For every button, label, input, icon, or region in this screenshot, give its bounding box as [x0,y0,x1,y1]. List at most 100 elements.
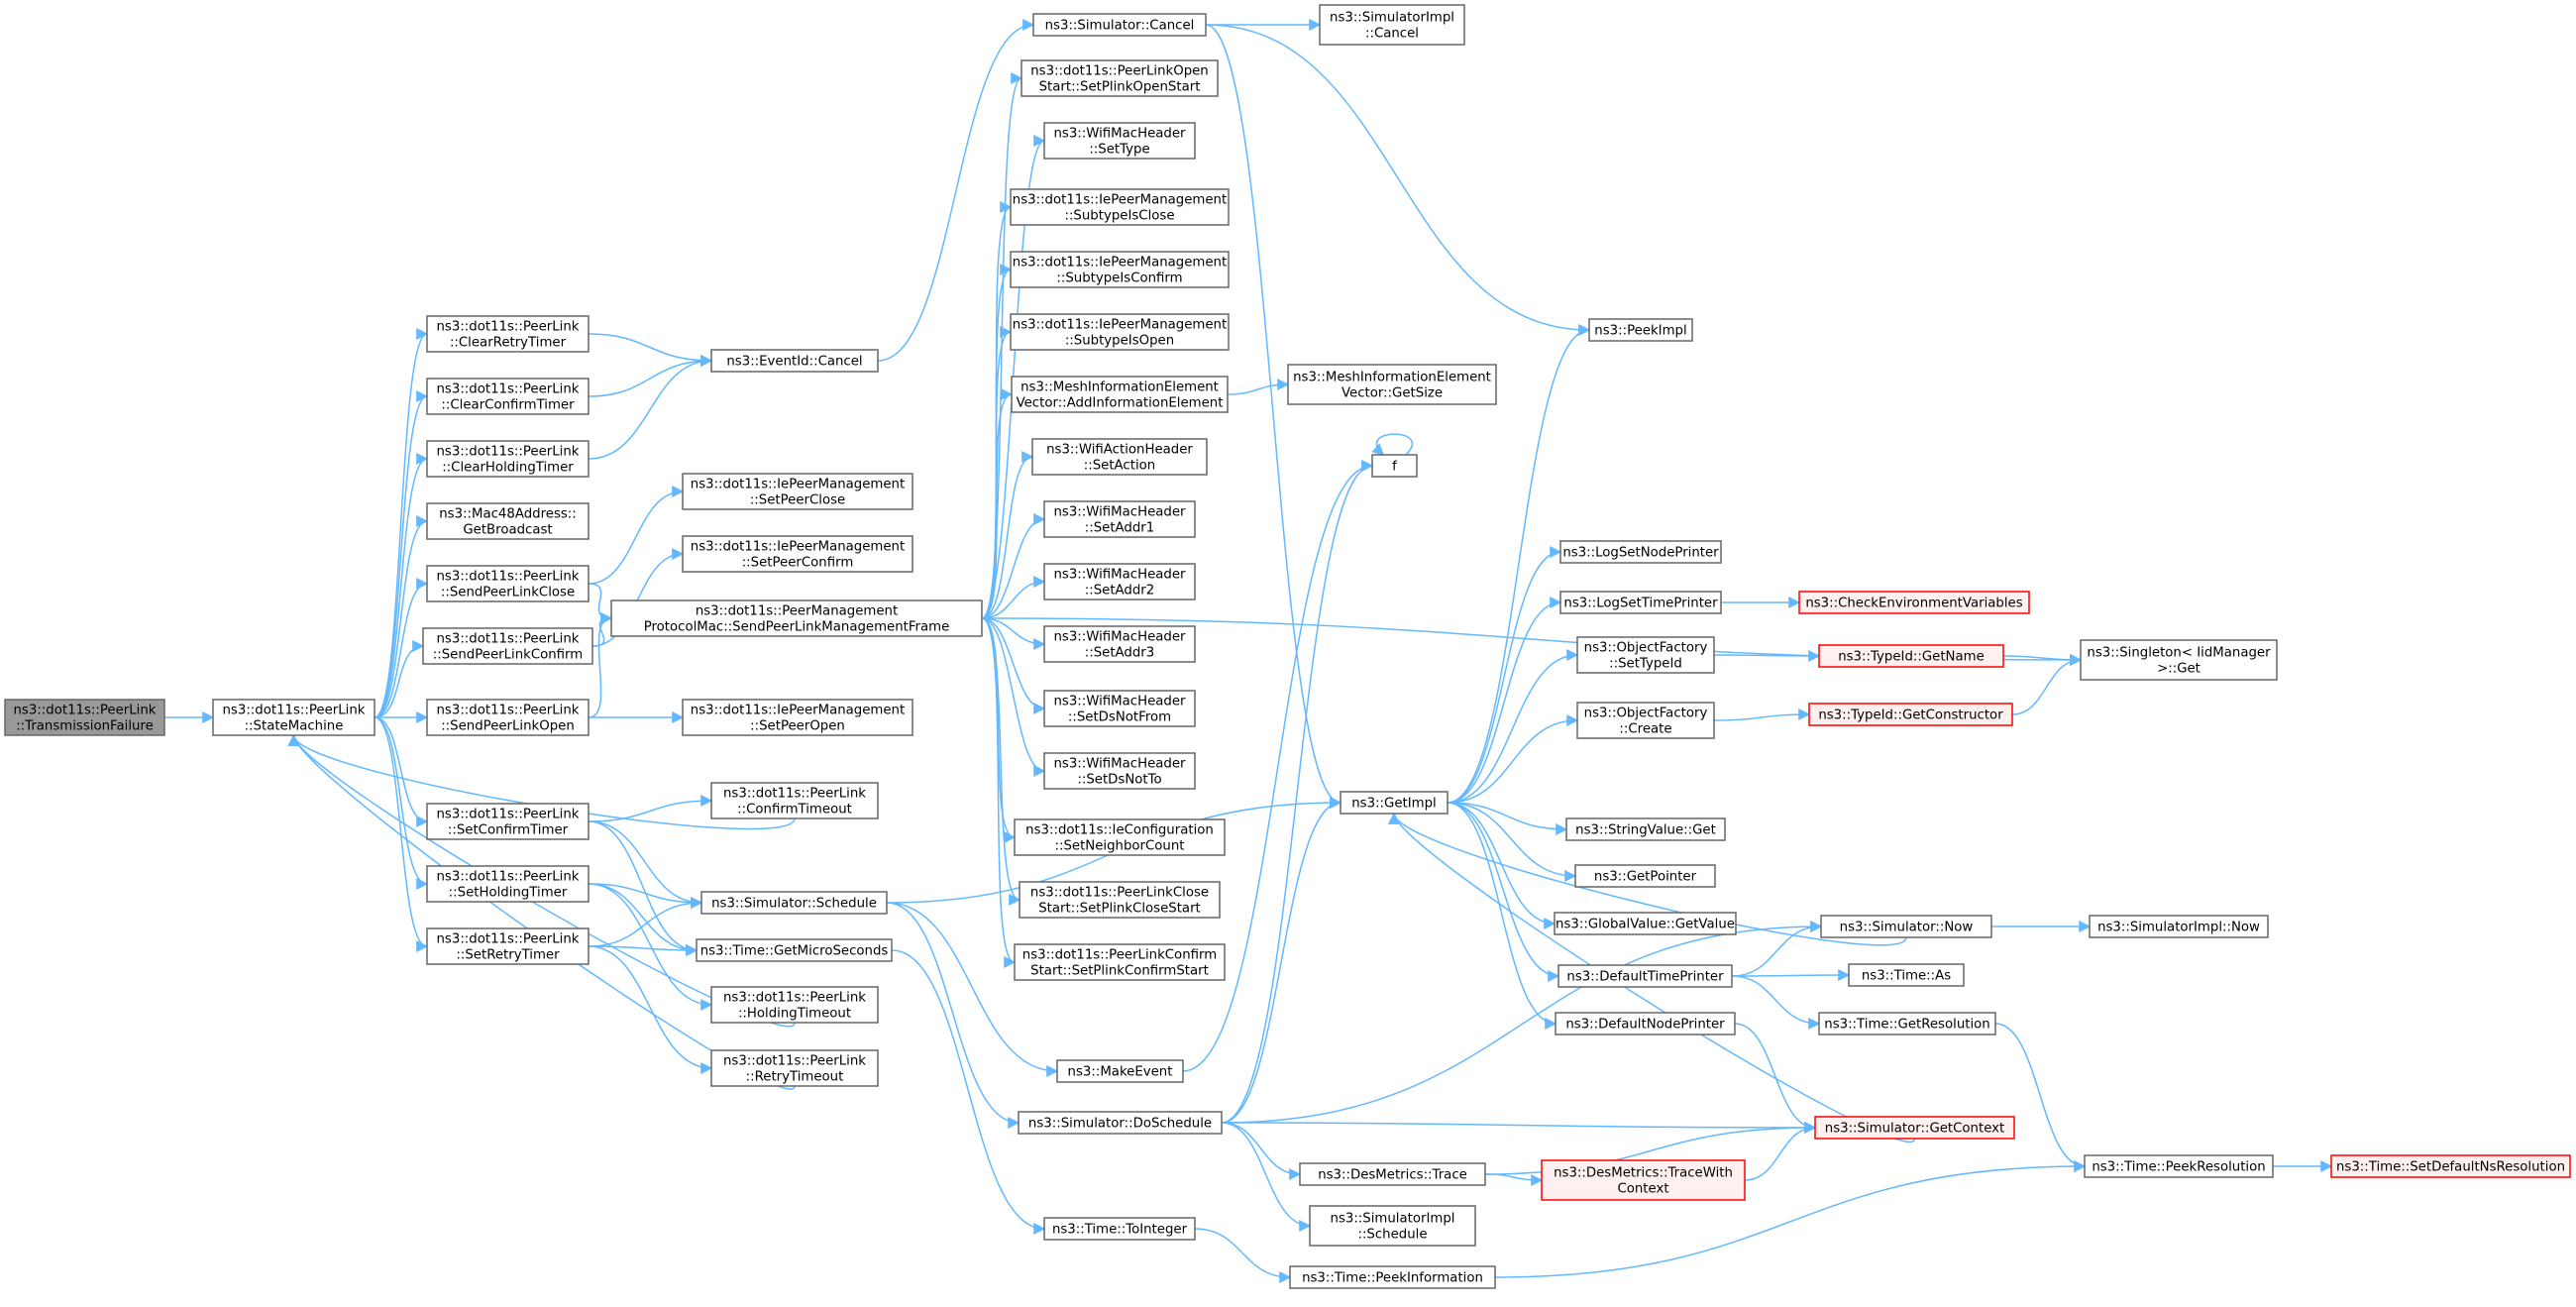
function-node-splo[interactable]: ns3::dot11s::PeerLink::SendPeerLinkOpen [426,699,590,736]
node-box [1018,1111,1223,1135]
function-node-sht[interactable]: ns3::dot11s::PeerLink::SetHoldingTimer [426,865,590,903]
node-box [1848,963,1965,987]
function-node-simgetctx[interactable]: ns3::Simulator::GetContext [1814,1116,2015,1140]
node-label: ns3::LogSetNodePrinter [1562,546,1719,561]
function-node-dosch[interactable]: ns3::Simulator::DoSchedule [1018,1111,1223,1135]
function-node-plos[interactable]: ns3::dot11s::PeerLinkOpenStart::SetPlink… [1020,59,1219,97]
function-node-root[interactable]: ns3::dot11s::PeerLink::TransmissionFailu… [4,699,165,736]
function-node-sdnf[interactable]: ns3::WifiMacHeader::SetDsNotFrom [1043,690,1196,727]
function-node-sicf[interactable]: ns3::dot11s::IePeerManagement::SubtypeIs… [1010,251,1230,288]
function-node-singleton[interactable]: ns3::Singleton< IidManager >::Get [2080,639,2278,681]
function-node-dnp[interactable]: ns3::DefaultNodePrinter [1555,1012,1736,1035]
call-edge-getimpl-peekimpl [1447,324,1591,804]
function-node-sdnr[interactable]: ns3::Time::SetDefaultNsResolution [2330,1154,2571,1178]
node-label: ns3::Time::PeekInformation [1302,1271,1483,1286]
function-node-scancel[interactable]: ns3::Simulator::Cancel [1032,13,1207,37]
node-box [426,865,590,903]
function-node-gms[interactable]: ns3::Time::GetMicroSeconds [696,938,893,962]
function-node-sm[interactable]: ns3::dot11s::PeerLink::StateMachine [212,699,376,736]
function-node-gb[interactable]: ns3::Mac48Address::GetBroadcast [426,502,590,540]
function-node-peekinfo[interactable]: ns3::Time::PeekInformation [1289,1265,1496,1289]
call-edge-dosch-trace [1221,1122,1302,1180]
function-node-sdnt[interactable]: ns3::WifiMacHeader::SetDsNotTo [1043,752,1196,790]
node-label: ::RetryTimeout [746,1070,844,1085]
node-label: ns3::Simulator::Cancel [1045,19,1195,34]
node-box [1010,188,1230,226]
function-node-gvgv[interactable]: ns3::GlobalValue::GetValue [1554,912,1737,935]
function-node-ofsti[interactable]: ns3::ObjectFactory::SetTypeId [1576,636,1715,674]
node-label: ns3::Simulator::Now [1840,921,1974,935]
function-node-addie[interactable]: ns3::MeshInformationElementVector::AddIn… [1011,376,1229,413]
function-node-lstp[interactable]: ns3::LogSetTimePrinter [1559,591,1722,614]
function-node-svget[interactable]: ns3::StringValue::Get [1565,817,1726,841]
function-node-simnow[interactable]: ns3::Simulator::Now [1820,915,1992,938]
function-node-toint[interactable]: ns3::Time::ToInteger [1043,1217,1196,1241]
function-node-crt[interactable]: ns3::dot11s::PeerLink::ClearRetryTimer [426,315,590,353]
node-label: ns3::MeshInformationElement [1293,371,1491,385]
function-node-simsched[interactable]: ns3::SimulatorImpl::Schedule [1309,1205,1476,1247]
function-node-plcs[interactable]: ns3::dot11s::PeerLinkCloseStart::SetPlin… [1019,881,1221,919]
node-label: ns3::DesMetrics::TraceWith [1554,1166,1733,1181]
function-node-rto[interactable]: ns3::dot11s::PeerLink::RetryTimeout [710,1049,879,1087]
function-node-simcancel[interactable]: ns3::SimulatorImpl::Cancel [1319,4,1465,46]
function-node-cto[interactable]: ns3::dot11s::PeerLink::ConfirmTimeout [710,782,879,819]
function-node-simimplnow[interactable]: ns3::SimulatorImpl::Now [2089,915,2269,938]
function-node-cct[interactable]: ns3::dot11s::PeerLink::ClearConfirmTimer [426,378,590,415]
node-box [426,803,590,840]
function-node-getimpl[interactable]: ns3::GetImpl [1340,791,1449,815]
function-node-tigetctor[interactable]: ns3::TypeId::GetConstructor [1808,703,2013,726]
function-node-cev[interactable]: ns3::CheckEnvironmentVariables [1798,591,2030,614]
function-node-sct[interactable]: ns3::dot11s::PeerLink::SetConfirmTimer [426,803,590,840]
node-box [1010,251,1230,288]
function-node-ofc[interactable]: ns3::ObjectFactory::Create [1576,702,1715,739]
function-node-snc[interactable]: ns3::dot11s::IeConfiguration::SetNeighbo… [1014,818,1226,856]
node-label: ns3::dot11s::IePeerManagement [691,704,905,718]
node-label: ::HoldingTimeout [738,1007,851,1022]
function-node-peekres[interactable]: ns3::Time::PeekResolution [2084,1154,2274,1178]
node-label: ::SetDsNotTo [1077,773,1161,788]
function-node-dtp[interactable]: ns3::DefaultTimePrinter [1557,964,1733,988]
function-node-trace[interactable]: ns3::DesMetrics::Trace [1299,1162,1486,1186]
call-edge-sm-cct [374,390,429,718]
function-node-hto[interactable]: ns3::dot11s::PeerLink::HoldingTimeout [710,986,879,1024]
node-box [696,938,893,962]
function-node-sio[interactable]: ns3::dot11s::IePeerManagement::SubtypeIs… [1010,313,1230,351]
function-node-send[interactable]: ns3::dot11s::PeerManagementProtocolMac::… [610,599,983,637]
node-box [1559,591,1722,614]
function-node-plcfs[interactable]: ns3::dot11s::PeerLinkConfirmStart::SetPl… [1014,943,1226,981]
function-node-srt[interactable]: ns3::dot11s::PeerLink::SetRetryTimer [426,927,590,965]
call-edge-sched-dosch [886,902,1020,1129]
function-node-tgetres[interactable]: ns3::Time::GetResolution [1818,1012,1996,1035]
function-node-sched[interactable]: ns3::Simulator::Schedule [700,891,888,915]
function-node-cht[interactable]: ns3::dot11s::PeerLink::ClearHoldingTimer [426,440,590,478]
function-node-sact[interactable]: ns3::WifiActionHeader::SetAction [1031,438,1208,476]
node-label: ::ClearConfirmTimer [441,398,575,413]
node-label: Start::SetPlinkOpenStart [1039,80,1201,95]
function-node-spcf[interactable]: ns3::dot11s::IePeerManagement::SetPeerCo… [682,535,913,573]
function-node-evc[interactable]: ns3::EventId::Cancel [710,349,879,373]
node-box [1020,59,1219,97]
node-box [422,627,593,665]
function-node-peekimpl[interactable]: ns3::PeekImpl [1588,318,1693,342]
function-node-lsnp[interactable]: ns3::LogSetNodePrinter [1559,540,1722,564]
function-node-splcf[interactable]: ns3::dot11s::PeerLink::SendPeerLinkConfi… [422,627,593,665]
function-node-wst[interactable]: ns3::WifiMacHeader::SetType [1043,122,1196,160]
function-node-splc[interactable]: ns3::dot11s::PeerLink::SendPeerLinkClose [426,565,590,602]
function-node-f[interactable]: f [1371,454,1418,478]
function-node-spc[interactable]: ns3::dot11s::IePeerManagement::SetPeerCl… [682,473,913,510]
node-box [1043,625,1196,663]
function-node-tigetname[interactable]: ns3::TypeId::GetName [1818,644,2004,668]
node-box [1565,817,1726,841]
function-node-spo[interactable]: ns3::dot11s::IePeerManagement::SetPeerOp… [682,699,913,736]
function-node-sic[interactable]: ns3::dot11s::IePeerManagement::SubtypeIs… [1010,188,1230,226]
function-node-tas[interactable]: ns3::Time::As [1848,963,1965,987]
function-node-mkev[interactable]: ns3::MakeEvent [1056,1059,1184,1083]
function-node-sa3[interactable]: ns3::WifiMacHeader::SetAddr3 [1043,625,1196,663]
function-node-sa1[interactable]: ns3::WifiMacHeader::SetAddr1 [1043,500,1196,538]
function-node-gptr[interactable]: ns3::GetPointer [1574,864,1716,888]
function-node-sa2[interactable]: ns3::WifiMacHeader::SetAddr2 [1043,563,1196,600]
node-box [1798,591,2030,614]
function-node-gsize[interactable]: ns3::MeshInformationElementVector::GetSi… [1287,364,1497,405]
